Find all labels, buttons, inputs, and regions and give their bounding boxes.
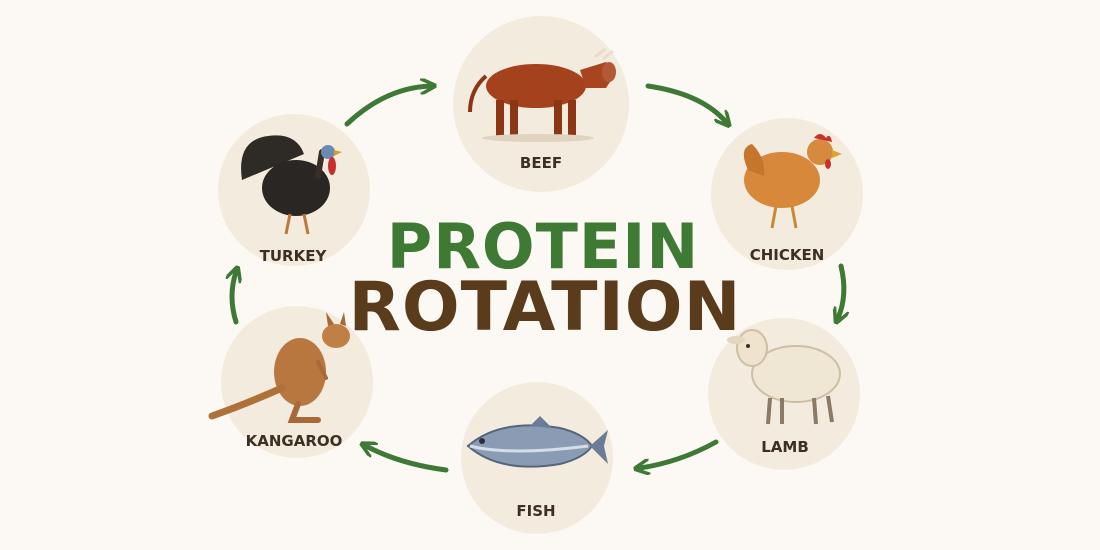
node-label-fish: FISH: [516, 502, 555, 520]
arrow-chicken-to-lamb: [838, 263, 844, 318]
kangaroo-icon: [208, 312, 350, 423]
node-label-kangaroo: KANGAROO: [246, 432, 343, 450]
arrow-fish-to-kangaroo: [366, 446, 449, 473]
title-line-1: PROTEIN: [387, 210, 700, 283]
turkey-icon: [241, 135, 342, 235]
node-kangaroo: KANGAROO: [208, 306, 373, 458]
fish-icon: [466, 416, 608, 468]
arrow-turkey-to-beef: [344, 86, 430, 127]
node-chicken: CHICKEN: [711, 118, 863, 270]
arrow-kangaroo-to-turkey: [232, 272, 236, 325]
cow-icon: [468, 48, 616, 142]
arrow-lamb-to-fish: [640, 439, 719, 468]
node-label-lamb: LAMB: [761, 438, 809, 456]
node-label-beef: BEEF: [520, 154, 562, 172]
node-fish: FISH: [461, 382, 613, 534]
node-label-chicken: CHICKEN: [750, 246, 825, 264]
node-label-turkey: TURKEY: [260, 247, 328, 265]
diagram-title: PROTEIN ROTATION: [348, 210, 741, 347]
chicken-icon: [743, 134, 842, 229]
node-beef: BEEF: [453, 16, 629, 192]
node-turkey: TURKEY: [218, 114, 370, 266]
node-lamb: LAMB: [708, 318, 860, 470]
title-line-2: ROTATION: [348, 268, 741, 347]
cycle-arrows: [232, 86, 844, 470]
arrow-beef-to-chicken: [645, 83, 726, 122]
sheep-icon: [727, 329, 841, 425]
